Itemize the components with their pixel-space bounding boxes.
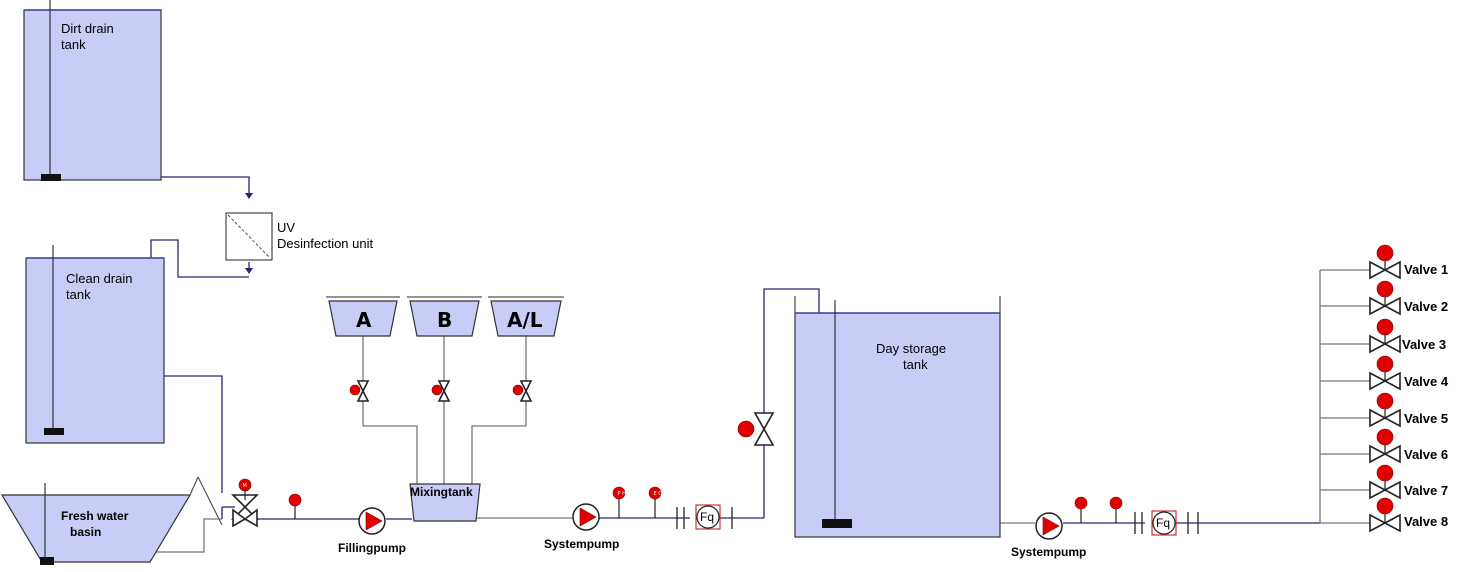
output-valve-8-label: Valve 8 <box>1404 514 1448 529</box>
motorised-valve[interactable]: M <box>231 478 259 528</box>
ph-sensor-2 <box>1109 496 1123 523</box>
dosing-tank-al: A/L <box>488 296 564 337</box>
day-storage-label-2: tank <box>903 357 928 372</box>
dosing-valve-a[interactable] <box>349 380 370 402</box>
ec-sensor-2 <box>1074 496 1088 523</box>
output-valve-4[interactable]: Valve 4 <box>1369 355 1449 391</box>
output-valve-5[interactable]: Valve 5 <box>1369 392 1448 428</box>
filling-pump-label: Fillingpump <box>338 541 406 555</box>
output-valve-5-label: Valve 5 <box>1404 411 1448 426</box>
output-valve-2-label: Valve 2 <box>1404 299 1448 314</box>
output-valve-3-label: Valve 3 <box>1402 337 1446 352</box>
output-valve-4-label: Valve 4 <box>1404 374 1449 389</box>
filling-pump[interactable]: Fillingpump <box>338 507 406 555</box>
flow-meter-2: Fq <box>1134 510 1199 536</box>
output-valve-7-label: Valve 7 <box>1404 483 1448 498</box>
ec-sensor-1: E C <box>648 486 663 518</box>
flow-meter-1-label: Fq <box>700 510 714 524</box>
ec-badge: E C <box>654 491 663 497</box>
pipe-network <box>150 176 1370 553</box>
day-storage-tank: Day storage tank <box>794 296 1001 538</box>
day-storage-label-1: Day storage <box>876 341 946 356</box>
fresh-water-basin: Fresh water basin <box>0 476 223 565</box>
drain-weight <box>44 428 64 435</box>
drain-weight <box>822 519 852 528</box>
dosing-valve-al[interactable] <box>512 380 533 402</box>
system-pump-1-label: Systempump <box>544 537 619 551</box>
clean-drain-label-1: Clean drain <box>66 271 133 286</box>
fresh-water-label-2: basin <box>70 525 101 539</box>
uv-label-2: Desinfection unit <box>277 236 373 251</box>
dirt-drain-label-2: tank <box>61 37 86 52</box>
fresh-water-label-1: Fresh water <box>61 509 129 523</box>
system-pump-2-label: Systempump <box>1011 545 1086 559</box>
clean-drain-tank: Clean drain tank <box>25 245 165 444</box>
flow-meter-2-label: Fq <box>1156 516 1170 530</box>
dosing-tank-a-label: A <box>356 308 372 332</box>
output-valve-7[interactable]: Valve 7 <box>1369 464 1448 500</box>
system-pump-1[interactable]: Systempump <box>544 503 619 551</box>
uv-desinfection-unit: UV Desinfection unit <box>225 212 373 261</box>
ec-sensor <box>288 493 302 519</box>
riser-valve[interactable] <box>737 412 775 446</box>
dosing-tank-al-label: A/L <box>507 308 543 332</box>
ph-sensor-1: P H <box>612 486 627 518</box>
ph-badge: P H <box>618 491 627 497</box>
dosing-tank-b-label: B <box>437 308 452 332</box>
drain-weight <box>41 174 61 181</box>
output-valve-3[interactable]: Valve 3 <box>1369 318 1446 354</box>
flow-meter-1: Fq <box>676 504 733 530</box>
clean-drain-label-2: tank <box>66 287 91 302</box>
motor-badge: M <box>243 483 247 489</box>
dosing-tank-b: B <box>407 296 482 337</box>
output-valve-6[interactable]: Valve 6 <box>1369 428 1448 464</box>
dirt-drain-label-1: Dirt drain <box>61 21 114 36</box>
motor-indicator <box>238 478 252 492</box>
output-valve-1[interactable]: Valve 1 <box>1369 244 1448 280</box>
uv-label-1: UV <box>277 220 295 235</box>
dirt-drain-tank: Dirt drain tank <box>23 0 162 181</box>
drain-weight <box>40 557 54 565</box>
dosing-tank-a: A <box>326 296 400 337</box>
dosing-valve-b[interactable] <box>431 380 451 402</box>
mixing-tank: Mixingtank <box>409 483 481 522</box>
output-valve-8[interactable]: Valve 8 <box>1369 497 1448 533</box>
output-valve-2[interactable]: Valve 2 <box>1369 280 1448 316</box>
output-valve-6-label: Valve 6 <box>1404 447 1448 462</box>
output-valve-1-label: Valve 1 <box>1404 262 1448 277</box>
system-pump-2[interactable]: Systempump <box>1011 512 1086 559</box>
mixing-tank-label: Mixingtank <box>410 485 473 499</box>
